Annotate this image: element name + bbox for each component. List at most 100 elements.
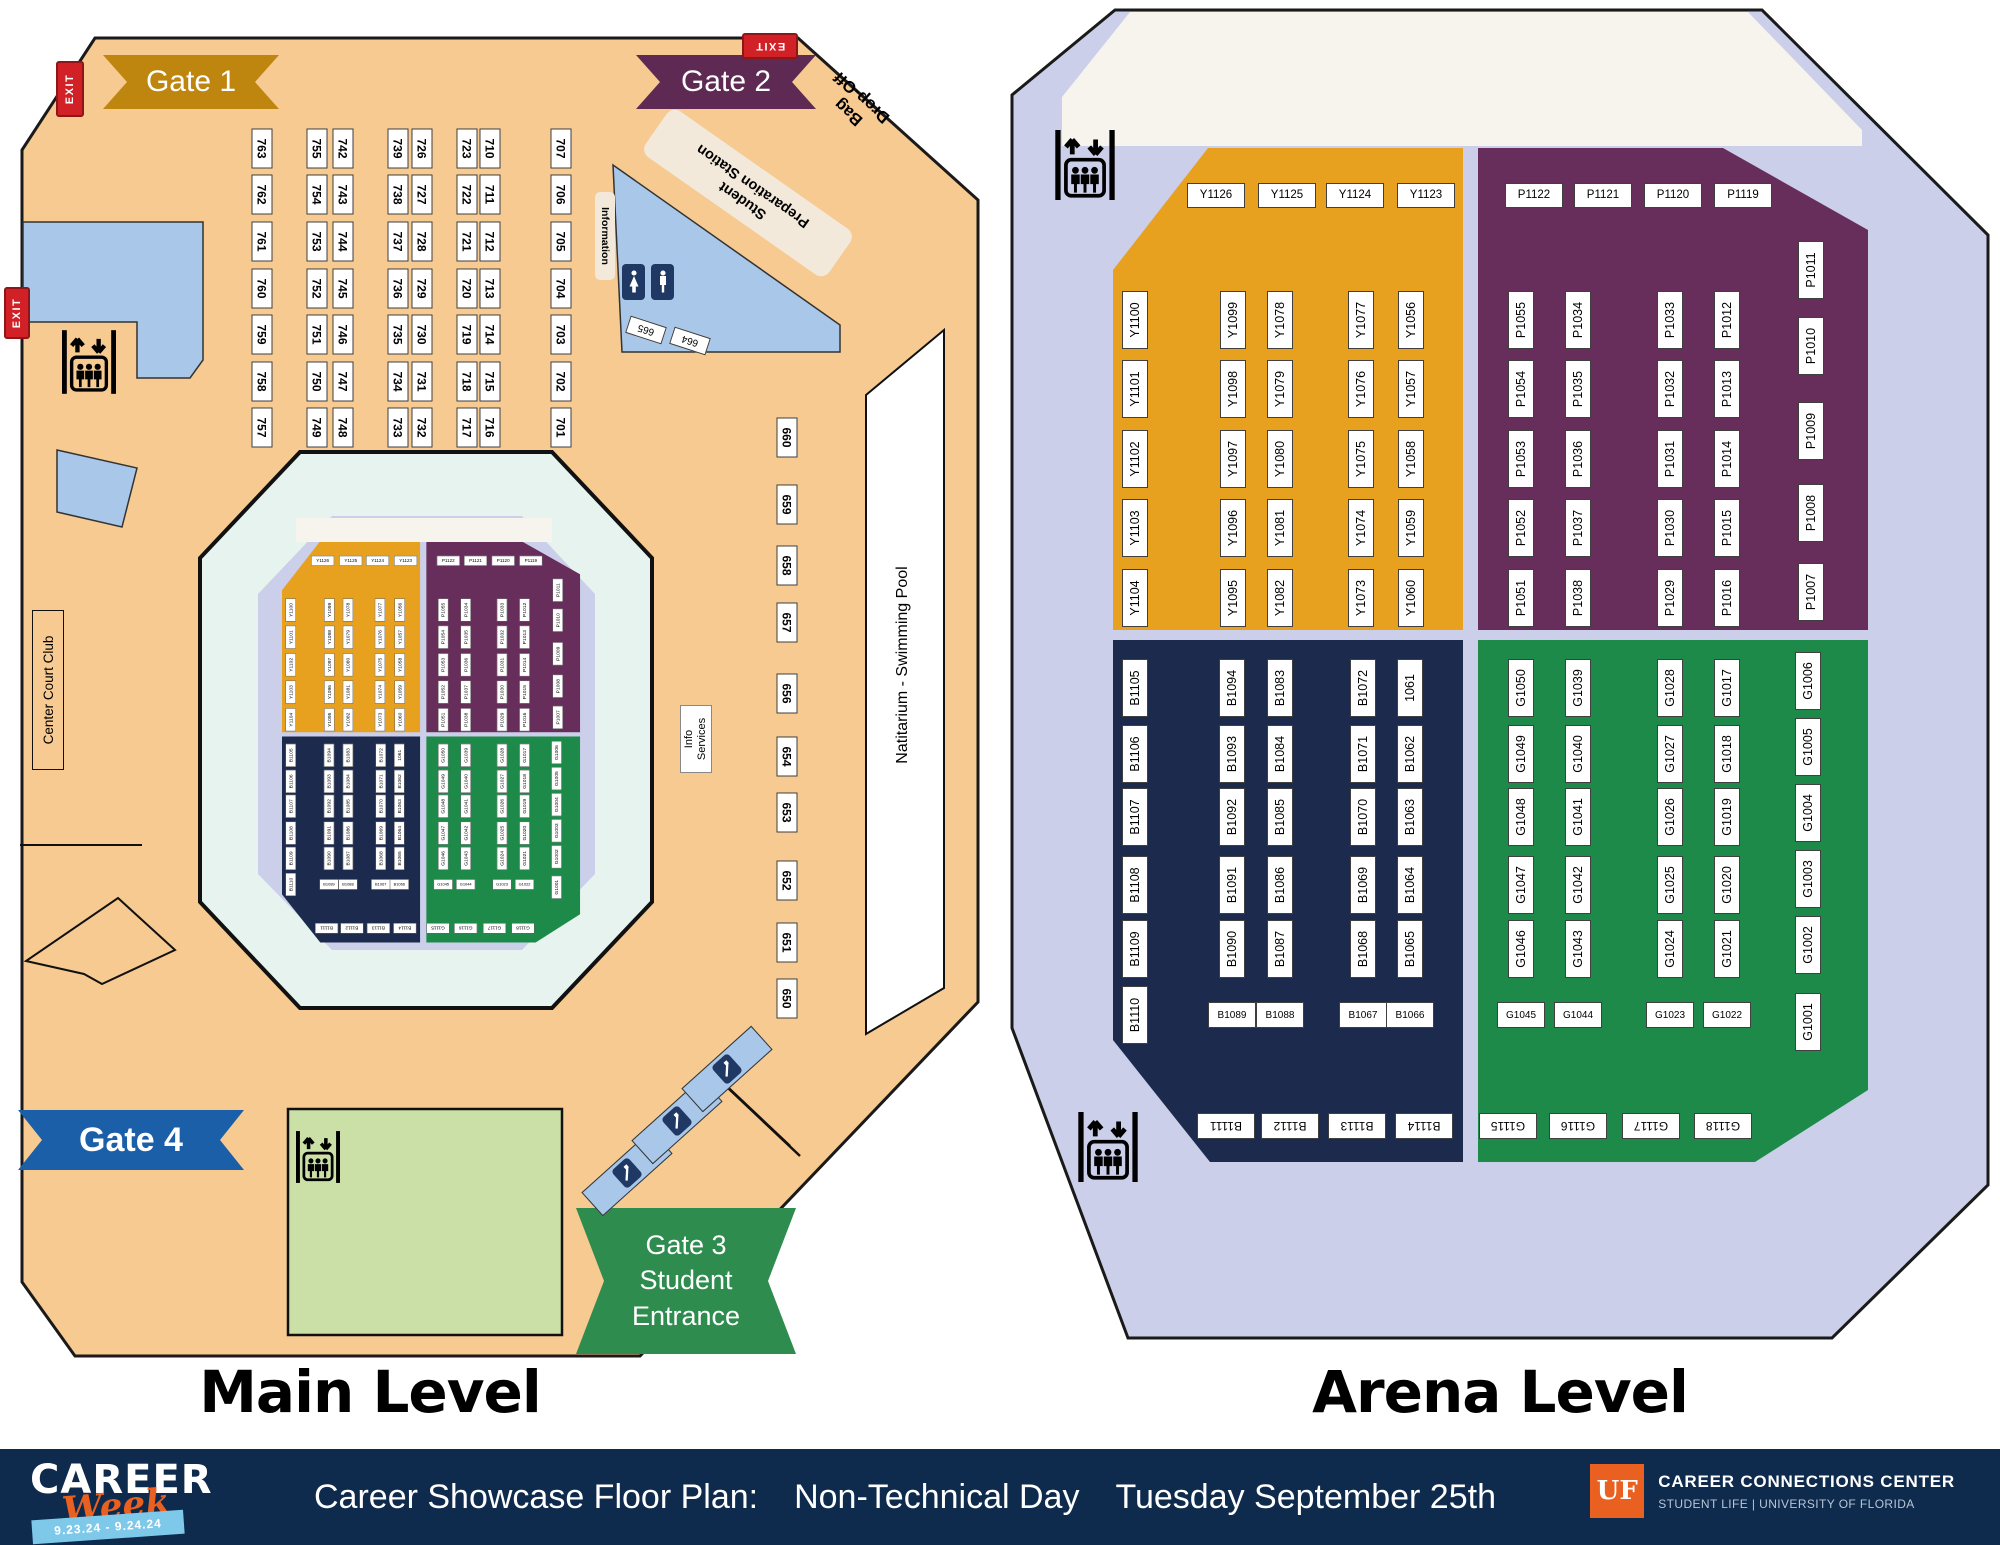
booth-tag: G1115 [1479, 1113, 1537, 1139]
booth-tag: G1005 [551, 767, 562, 791]
booth-tag: 707 [550, 128, 572, 168]
booth-tag: P1054 [438, 625, 449, 649]
uf-logo: UF [1590, 1464, 1645, 1518]
booth-tag: G1023 [492, 879, 512, 890]
booth-tag: Y1074 [374, 680, 386, 704]
booth-tag: P1008 [552, 674, 563, 698]
booth-tag: G1048 [1508, 788, 1534, 846]
booth-tag: B1070 [1350, 788, 1376, 846]
booth-tag: 703 [550, 314, 572, 354]
booth-tag: Y1077 [1348, 291, 1374, 349]
booth-tag: P1009 [1798, 402, 1824, 460]
booth-tag: P1052 [438, 680, 449, 704]
booth-tag: B1105 [1122, 659, 1148, 717]
booth-tag: G1042 [1565, 856, 1591, 914]
booth-tag: Y1097 [1220, 430, 1246, 488]
booth-tag: B1064 [394, 821, 405, 845]
booth-tag: 732 [411, 407, 433, 447]
booth-tag: Y1096 [1220, 499, 1246, 557]
booth-tag: Y1076 [1348, 360, 1374, 418]
booth-tag: Y1060 [394, 708, 405, 732]
booth-tag: Y1103 [1122, 499, 1148, 557]
booth-tag: Y1099 [324, 598, 335, 622]
booth-tag: G1041 [460, 794, 471, 818]
booth-tag: B1111 [1197, 1113, 1255, 1139]
booth-tag: P1055 [1508, 291, 1534, 349]
booth-tag: P1033 [1657, 291, 1683, 349]
information-label: Information [595, 192, 615, 280]
booth-tag: B1083 [342, 743, 354, 767]
booth-tag: B1111 [315, 923, 339, 934]
career-week-dates: 9.23.24 - 9.24.24 [31, 1509, 185, 1545]
booth-tag: P1030 [1657, 499, 1683, 557]
booth-tag: P1034 [1565, 291, 1591, 349]
booth-tag: 736 [387, 268, 409, 308]
booth-tag: Y1100 [1122, 291, 1148, 349]
booth-tag: Y1123 [394, 555, 418, 566]
booth-tag: P1038 [460, 708, 471, 732]
booth-tag: G1050 [1508, 659, 1534, 717]
booth-tag: B1113 [366, 923, 390, 934]
booth-tag: G1116 [454, 923, 478, 934]
booth-tag: B1107 [285, 794, 296, 818]
booth-tag: 719 [456, 314, 478, 354]
booth-tag: G1005 [1795, 718, 1821, 776]
booth-tag: B1087 [1267, 920, 1293, 978]
booth-tag: P1016 [1714, 569, 1740, 627]
booth-tag: G1028 [496, 743, 508, 767]
elevator-icon [1054, 130, 1116, 200]
booth-tag: P1121 [464, 555, 488, 566]
booth-tag: 713 [479, 268, 501, 308]
booth-tag: 652 [776, 860, 798, 900]
booth-tag: 657 [776, 602, 798, 642]
booth-tag: Y1102 [285, 653, 296, 677]
caption-prefix: Career Showcase Floor Plan: [314, 1477, 759, 1516]
booth-tag: G1019 [519, 794, 530, 818]
booth-tag: P1119 [519, 555, 543, 566]
booth-tag: 738 [387, 174, 409, 214]
booth-tag: P1014 [1714, 430, 1740, 488]
booth-tag: B1088 [1256, 1002, 1304, 1028]
booth-tag: Y1079 [1267, 360, 1293, 418]
booth-tag: P1010 [552, 608, 563, 632]
booth-tag: Y1082 [342, 708, 354, 732]
booth-tag: 751 [306, 314, 328, 354]
booth-tag: B1114 [393, 923, 417, 934]
booth-tag: Y1124 [366, 555, 390, 566]
gate-2-banner: Gate 2 [636, 55, 816, 109]
booth-tag: B1092 [1219, 788, 1245, 846]
booth-tag: 728 [411, 221, 433, 261]
escalator-outline [23, 896, 177, 986]
restroom-icons [622, 264, 674, 300]
booth-tag: 744 [332, 221, 354, 261]
booth-tag: G1040 [1565, 725, 1591, 783]
booth-tag: Y1102 [1122, 430, 1148, 488]
booth-tag: P1032 [1657, 360, 1683, 418]
stairs-area-gate2 [612, 163, 841, 353]
booth-tag: 658 [776, 545, 798, 585]
booth-tag: Y1096 [324, 680, 335, 704]
booth-tag: 762 [251, 174, 273, 214]
booth-tag: G1047 [438, 821, 449, 845]
booth-tag: 714 [479, 314, 501, 354]
booth-tag: B1065 [394, 846, 405, 870]
booth-tag: G1020 [1714, 856, 1740, 914]
booth-tag: B1071 [1350, 725, 1376, 783]
booth-tag: 715 [479, 361, 501, 401]
booth-tag: B1105 [285, 743, 296, 767]
booth-tag: Y1103 [285, 680, 296, 704]
stairs-area-topleft [22, 221, 204, 379]
booth-tag: 701 [550, 407, 572, 447]
booth-tag: G1028 [1657, 659, 1683, 717]
gate-1-banner: Gate 1 [103, 55, 279, 109]
booth-tag: P1119 [1714, 182, 1772, 208]
booth-tag: 763 [251, 128, 273, 168]
booth-tag: P1036 [1565, 430, 1591, 488]
booth-tag: G1047 [1508, 856, 1534, 914]
booth-tag: 650 [776, 978, 798, 1018]
booth-tag: 754 [306, 174, 328, 214]
booth-tag: G1043 [1565, 920, 1591, 978]
booth-tag: Y1124 [1326, 182, 1384, 208]
escalator-wedge [581, 1129, 673, 1217]
booth-tag: 659 [776, 484, 798, 524]
